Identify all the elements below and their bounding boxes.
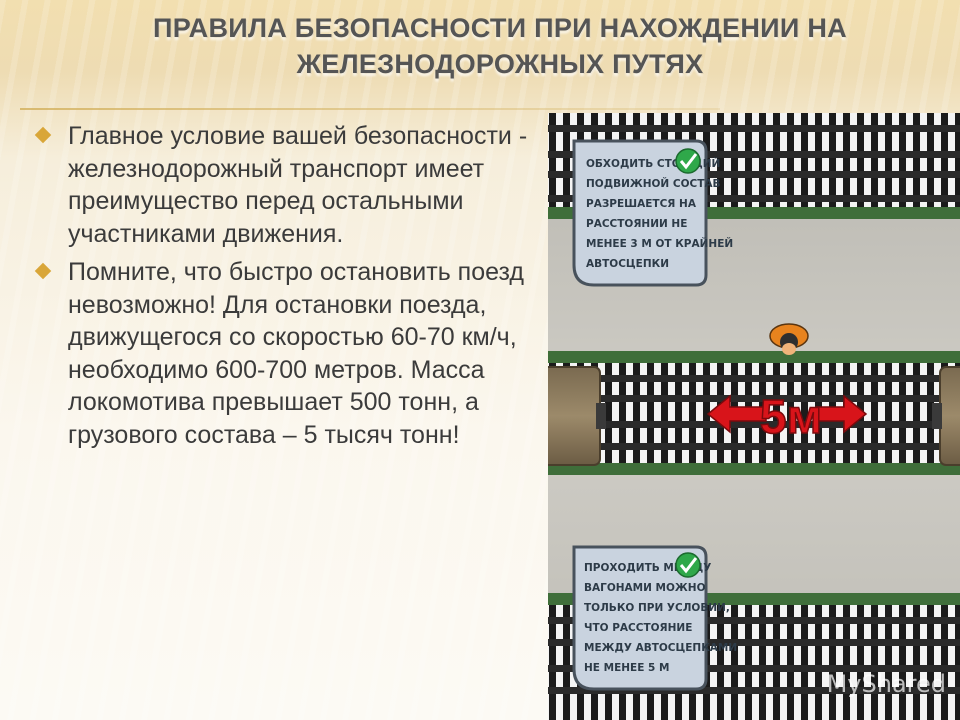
- railway-safety-illustration: 5м ОБХОДИТЬ СТОЯЩИЙ ПОДВИЖНОЙ СОСТАВ РАЗ…: [548, 113, 960, 720]
- sign-bottom-line-3: ТОЛЬКО ПРИ УСЛОВИИ,: [584, 602, 730, 614]
- checkmark-icon: [675, 552, 701, 578]
- bullet-text-2: Помните, что быстро остановить поезд нев…: [68, 258, 524, 449]
- distance-indicator: 5м: [706, 390, 868, 445]
- rail-car-left: [548, 366, 606, 466]
- sign-top-line-5: МЕНЕЕ 3 М ОТ КРАЙНЕЙ: [586, 237, 733, 250]
- checkmark-icon: [675, 148, 701, 174]
- bullet-item-1: Главное условие вашей безопасности - жел…: [30, 120, 538, 250]
- sign-bottom-line-4: ЧТО РАССТОЯНИЕ: [584, 622, 692, 634]
- sign-bottom-line-6: НЕ МЕНЕЕ 5 М: [584, 662, 669, 674]
- slide-title: ПРАВИЛА БЕЗОПАСНОСТИ ПРИ НАХОЖДЕНИИ НА Ж…: [120, 10, 880, 110]
- sign-top-line-6: АВТОСЦЕПКИ: [586, 258, 669, 270]
- diamond-bullet-icon: [34, 262, 52, 280]
- title-underline: [20, 108, 720, 110]
- sign-top: ОБХОДИТЬ СТОЯЩИЙ ПОДВИЖНОЙ СОСТАВ РАЗРЕШ…: [572, 139, 733, 287]
- track-middle: [548, 351, 960, 475]
- rail-car-right: [932, 366, 960, 466]
- diamond-bullet-icon: [34, 126, 52, 144]
- sign-bottom-line-5: МЕЖДУ АВТОСЦЕПКАМИ: [584, 642, 737, 654]
- bullet-list: Главное условие вашей безопасности - жел…: [30, 120, 538, 457]
- title-line-2: ЖЕЛЕЗНОДОРОЖНЫХ ПУТЯХ: [296, 49, 704, 79]
- sign-bottom: ПРОХОДИТЬ МЕЖДУ ВАГОНАМИ МОЖНО ТОЛЬКО ПР…: [572, 545, 737, 691]
- bullet-item-2: Помните, что быстро остановить поезд нев…: [30, 256, 538, 451]
- bullet-text-1: Главное условие вашей безопасности - жел…: [68, 122, 528, 248]
- pedestrian-figure: [769, 323, 809, 355]
- distance-label: 5м: [760, 391, 822, 444]
- watermark: MyShared: [826, 670, 946, 698]
- sign-top-line-2: ПОДВИЖНОЙ СОСТАВ: [586, 177, 721, 190]
- sign-top-line-4: РАССТОЯНИИ НЕ: [586, 218, 687, 230]
- title-line-1: ПРАВИЛА БЕЗОПАСНОСТИ ПРИ НАХОЖДЕНИИ НА: [153, 13, 847, 43]
- sign-top-line-3: РАЗРЕШАЕТСЯ НА: [586, 198, 697, 210]
- sign-bottom-line-2: ВАГОНАМИ МОЖНО: [584, 582, 706, 594]
